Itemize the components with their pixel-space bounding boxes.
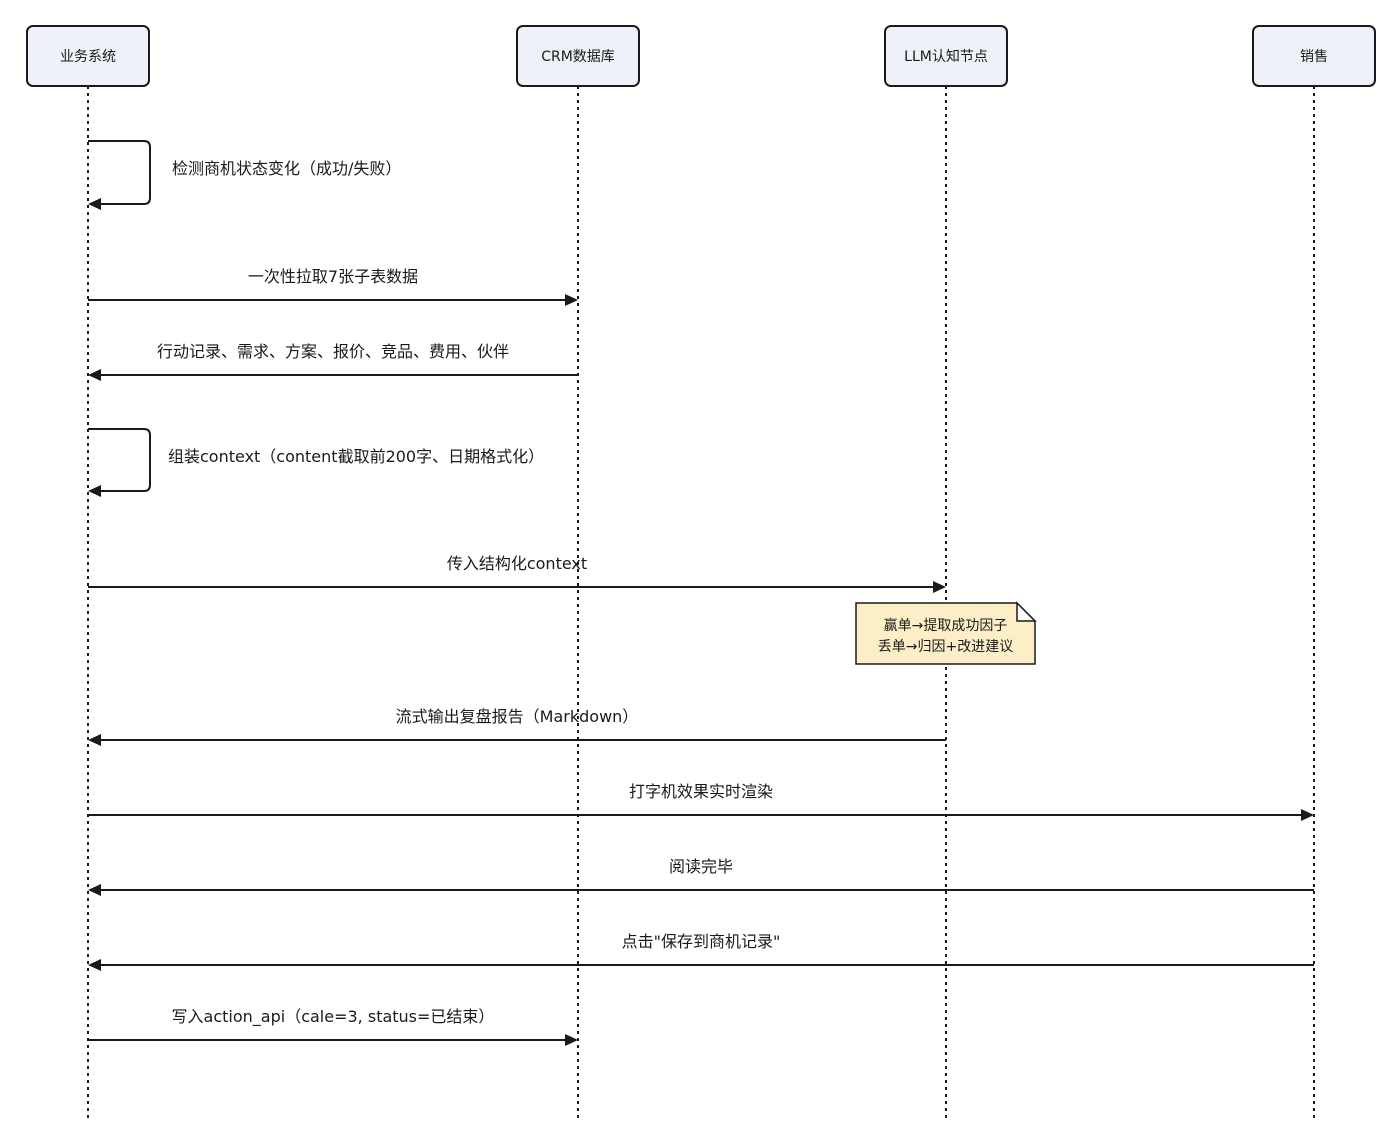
message-10: 写入action_api（cale=3, status=已结束） bbox=[88, 1007, 578, 1046]
message-label: 组装context（content截取前200字、日期格式化） bbox=[168, 447, 544, 466]
arrowhead bbox=[565, 1034, 578, 1046]
note-box bbox=[855, 602, 1036, 665]
participant-crm: CRM数据库 bbox=[516, 25, 640, 87]
message-label: 行动记录、需求、方案、报价、竞品、费用、伙伴 bbox=[157, 342, 509, 361]
lifelines bbox=[87, 86, 1315, 1122]
participant-box bbox=[884, 25, 1008, 87]
arrowhead bbox=[1301, 809, 1314, 821]
message-label: 打字机效果实时渲染 bbox=[629, 782, 773, 801]
arrowhead bbox=[88, 369, 101, 381]
participant-label: CRM数据库 bbox=[541, 49, 615, 65]
message-label: 点击"保存到商机记录" bbox=[622, 932, 781, 951]
message-label: 检测商机状态变化（成功/失败） bbox=[172, 159, 401, 178]
arrowhead bbox=[88, 485, 101, 497]
participant-box bbox=[516, 25, 640, 87]
message-label: 流式输出复盘报告（Markdown） bbox=[396, 707, 639, 726]
message-4: 组装context（content截取前200字、日期格式化） bbox=[88, 428, 544, 497]
participant-box bbox=[1252, 25, 1376, 87]
message-5: 传入结构化context bbox=[88, 554, 946, 593]
message-2: 一次性拉取7张子表数据 bbox=[88, 267, 578, 306]
message-8: 阅读完毕 bbox=[88, 857, 1314, 896]
arrowhead bbox=[88, 198, 101, 210]
arrowhead bbox=[88, 884, 101, 896]
note-line: 丢单→归因+改进建议 bbox=[878, 638, 1013, 655]
message-label: 一次性拉取7张子表数据 bbox=[248, 267, 418, 286]
self-message-line bbox=[88, 140, 151, 205]
arrowhead bbox=[565, 294, 578, 306]
messages: 检测商机状态变化（成功/失败） 一次性拉取7张子表数据行动记录、需求、方案、报价、… bbox=[88, 140, 1314, 1046]
message-label: 传入结构化context bbox=[447, 554, 587, 573]
participant-label: 业务系统 bbox=[60, 49, 116, 65]
participants: 业务系统 CRM数据库 LLM认知节点 销售 bbox=[26, 25, 1376, 87]
participant-box bbox=[26, 25, 150, 87]
message-3: 行动记录、需求、方案、报价、竞品、费用、伙伴 bbox=[88, 342, 578, 381]
message-label: 阅读完毕 bbox=[669, 857, 733, 876]
arrowhead bbox=[88, 734, 101, 746]
message-7: 打字机效果实时渲染 bbox=[88, 782, 1314, 821]
participant-biz: 业务系统 bbox=[26, 25, 150, 87]
message-1: 检测商机状态变化（成功/失败） bbox=[88, 140, 401, 210]
arrowhead bbox=[933, 581, 946, 593]
self-message-line bbox=[88, 428, 151, 492]
participant-sales: 销售 bbox=[1252, 25, 1376, 87]
participant-llm: LLM认知节点 bbox=[884, 25, 1008, 87]
note-fold bbox=[1016, 601, 1037, 622]
arrowhead bbox=[88, 959, 101, 971]
note-line: 赢单→提取成功因子 bbox=[884, 617, 1008, 634]
message-label: 写入action_api（cale=3, status=已结束） bbox=[172, 1007, 495, 1027]
participant-label: LLM认知节点 bbox=[904, 48, 988, 65]
message-6: 流式输出复盘报告（Markdown） bbox=[88, 707, 946, 746]
participant-label: 销售 bbox=[1300, 49, 1328, 65]
message-9: 点击"保存到商机记录" bbox=[88, 932, 1314, 971]
